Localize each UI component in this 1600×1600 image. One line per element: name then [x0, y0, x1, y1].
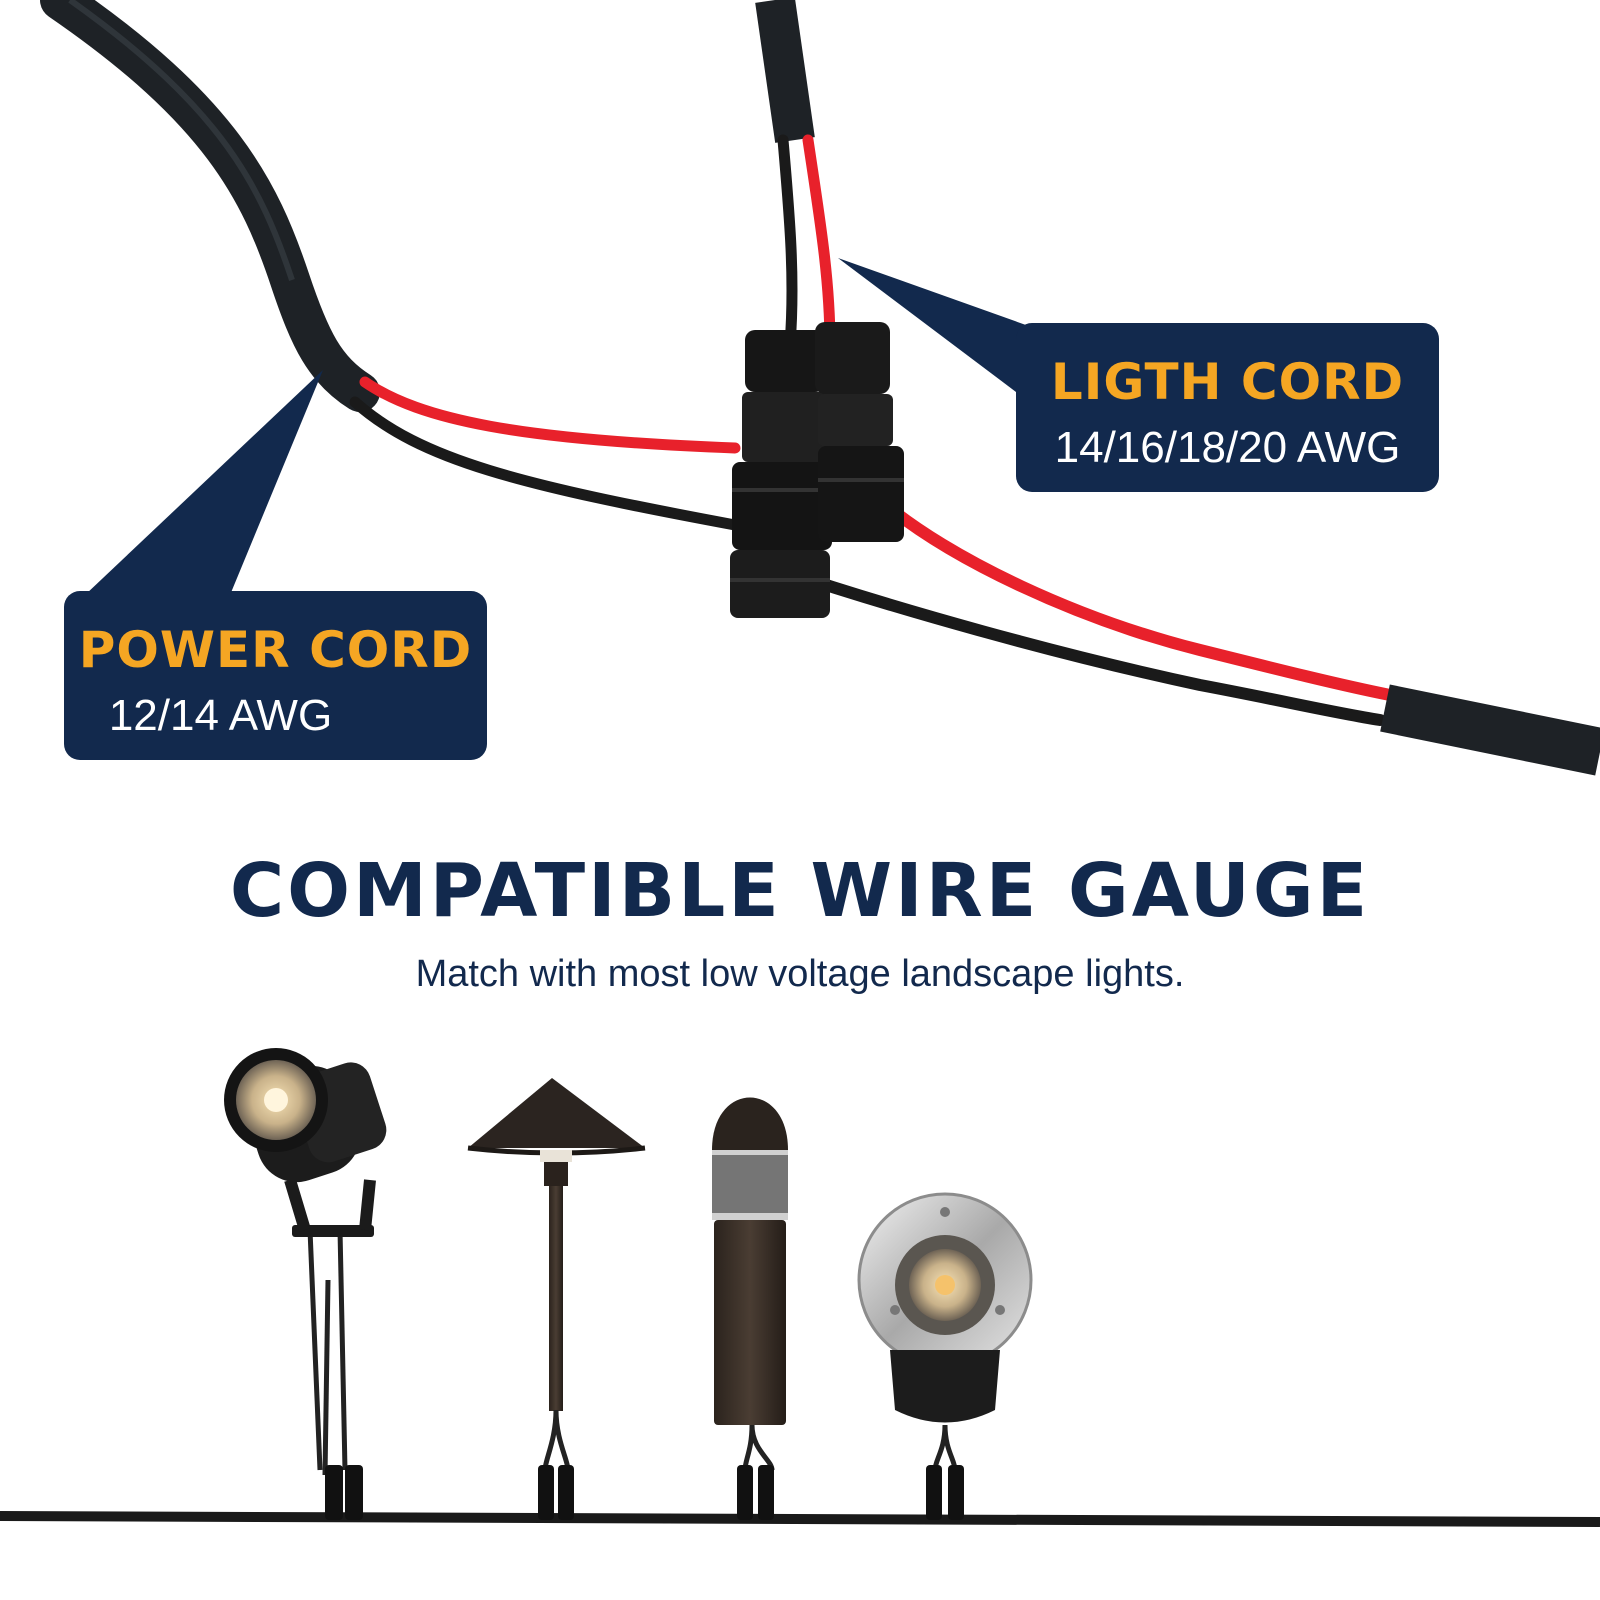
- headline: COMPATIBLE WIRE GAUGE: [229, 848, 1371, 934]
- spotlight-icon: [224, 1048, 387, 1520]
- light-cord: [755, 0, 836, 351]
- light-cord-callout: LIGTH CORD 14/16/18/20 AWG: [1016, 323, 1439, 492]
- light-cord-spec: 14/16/18/20 AWG: [1054, 423, 1401, 472]
- power-cord-callout: POWER CORD 12/14 AWG: [64, 591, 487, 760]
- power-cord-heading: POWER CORD: [78, 621, 473, 679]
- well-light-icon: [857, 1192, 1033, 1520]
- power-cord: [40, 0, 741, 531]
- light-cord-heading: LIGTH CORD: [1050, 353, 1405, 411]
- bollard-light-icon: [712, 1097, 788, 1520]
- light-callout-pointer: [838, 258, 1040, 410]
- connector-left: [730, 330, 832, 618]
- ground-cable: [0, 1511, 1600, 1527]
- subheadline: Match with most low voltage landscape li…: [415, 953, 1185, 995]
- connector-right: [815, 322, 904, 542]
- continuing-cord: [774, 494, 1600, 776]
- power-callout-pointer: [85, 370, 323, 595]
- power-cord-spec: 12/14 AWG: [108, 691, 333, 740]
- path-light-icon: [467, 1078, 646, 1520]
